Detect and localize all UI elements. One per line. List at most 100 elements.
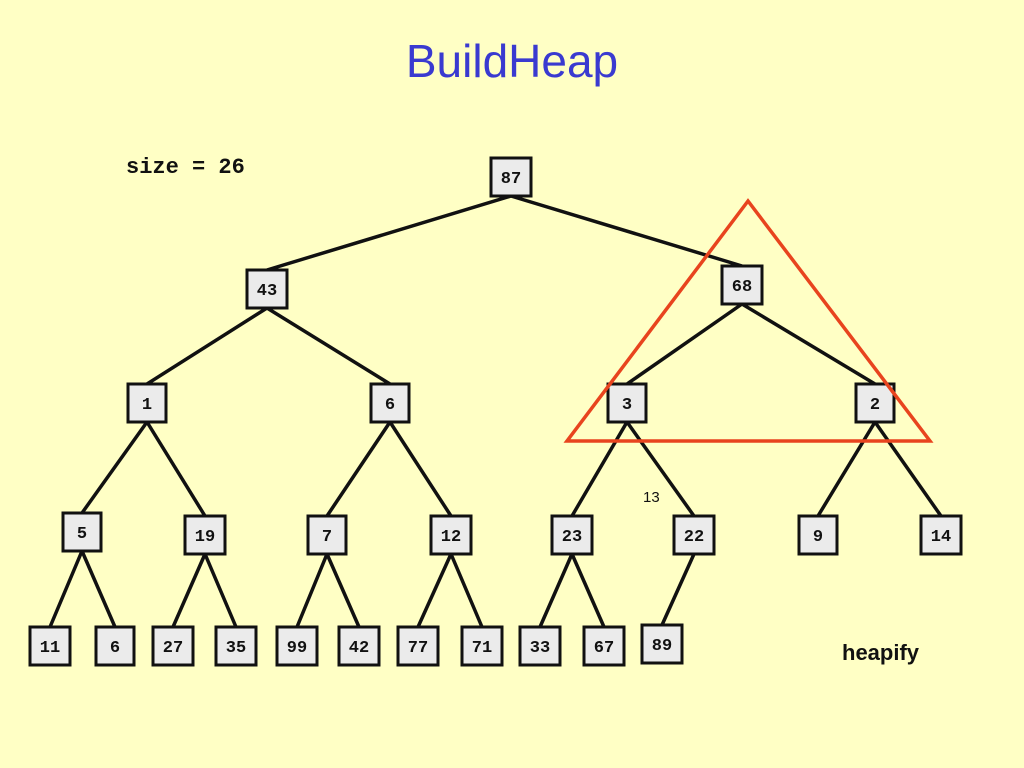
- node-box: [582, 625, 626, 667]
- tree-node: 11: [28, 625, 72, 667]
- node-value: 77: [408, 639, 428, 658]
- node-box: [489, 156, 533, 198]
- node-value: 6: [110, 639, 120, 658]
- tree-edge: [203, 553, 238, 628]
- tree-node: 27: [151, 625, 195, 667]
- tree-edge: [538, 553, 574, 628]
- node-box: [919, 514, 963, 556]
- tree-edge: [146, 306, 268, 386]
- tree-edge: [325, 421, 392, 517]
- node-box: [183, 514, 227, 556]
- node-value: 14: [931, 528, 951, 547]
- node-value: 9: [813, 528, 823, 547]
- node-value: 1: [142, 396, 152, 415]
- tree-node: 5: [61, 511, 103, 553]
- node-box: [720, 264, 764, 306]
- heapify-label: heapify: [842, 640, 920, 665]
- tree-node: 99: [275, 625, 319, 667]
- tree-node: 6: [369, 382, 411, 424]
- tree-node: 23: [550, 514, 594, 556]
- tree-edge: [741, 302, 876, 386]
- tree-node: 67: [582, 625, 626, 667]
- node-box: [61, 511, 103, 553]
- tree-edge: [171, 553, 207, 628]
- tree-node: 22: [672, 514, 716, 556]
- node-box: [640, 623, 684, 665]
- node-box: [460, 625, 504, 667]
- node-value: 42: [349, 639, 369, 658]
- node-box: [797, 514, 839, 556]
- tree-edge: [625, 420, 696, 518]
- highlight-triangle: [563, 198, 934, 443]
- node-box: [306, 514, 348, 556]
- node-value: 87: [501, 170, 521, 189]
- tree-edge: [510, 194, 743, 268]
- node-value: 23: [562, 528, 582, 547]
- node-value: 11: [40, 639, 60, 658]
- node-value: 35: [226, 639, 246, 658]
- tree-node: 19: [183, 514, 227, 556]
- node-value: 67: [594, 639, 614, 658]
- tree-node: 14: [919, 514, 963, 556]
- tree-edge: [48, 550, 84, 628]
- tree-edge: [266, 306, 391, 386]
- tree-node: 87: [489, 156, 533, 198]
- tree-node: 6: [94, 625, 136, 667]
- node-value: 2: [870, 396, 880, 415]
- node-value: 68: [732, 278, 752, 297]
- tree-edge: [626, 302, 743, 386]
- node-box: [854, 382, 896, 424]
- node-box: [396, 625, 440, 667]
- node-box: [245, 268, 289, 310]
- tree-edge: [570, 421, 629, 517]
- node-box: [28, 625, 72, 667]
- tree-edge: [873, 420, 943, 518]
- node-value: 22: [684, 528, 704, 547]
- node-value: 7: [322, 528, 332, 547]
- tree-node: 12: [429, 514, 473, 556]
- node-value: 6: [385, 396, 395, 415]
- tree-node: 33: [518, 625, 562, 667]
- tree-node: 77: [396, 625, 440, 667]
- node-value: 71: [472, 639, 492, 658]
- node-value: 33: [530, 639, 550, 658]
- tree-node: 68: [720, 264, 764, 306]
- tree-edges: [48, 194, 943, 628]
- tree-edge: [80, 550, 117, 628]
- tree-edge: [145, 421, 207, 517]
- node-value: 89: [652, 637, 672, 656]
- tree-edge: [816, 421, 877, 517]
- size-label: size = 26: [126, 155, 245, 180]
- tree-edge: [295, 553, 329, 628]
- node-value: 5: [77, 525, 87, 544]
- tree-edge: [388, 421, 453, 517]
- tree-node: 9: [797, 514, 839, 556]
- node-box: [126, 382, 168, 424]
- node-value: 12: [441, 528, 461, 547]
- tree-edge: [416, 553, 453, 628]
- tree-edge: [266, 194, 512, 272]
- tree-edge: [449, 553, 484, 628]
- node-box: [151, 625, 195, 667]
- tree-node: 43: [245, 268, 289, 310]
- node-box: [94, 625, 136, 667]
- tree-edge: [570, 553, 606, 628]
- tree-node: 89: [640, 623, 684, 665]
- tree-node: 35: [214, 625, 258, 667]
- tree-node: 71: [460, 625, 504, 667]
- node-box: [518, 625, 562, 667]
- node-box: [337, 625, 381, 667]
- slide-title: BuildHeap: [405, 35, 619, 87]
- tree-node: 7: [306, 514, 348, 556]
- index-note: 13: [643, 489, 660, 506]
- node-box: [275, 625, 319, 667]
- tree-node: 3: [606, 382, 648, 424]
- node-value: 19: [195, 528, 215, 547]
- tree-edge: [80, 420, 149, 515]
- node-value: 43: [257, 282, 277, 301]
- tree-edge: [660, 553, 696, 626]
- tree-edge: [325, 553, 361, 628]
- tree-node: 1: [126, 382, 168, 424]
- tree-node: 2: [854, 382, 896, 424]
